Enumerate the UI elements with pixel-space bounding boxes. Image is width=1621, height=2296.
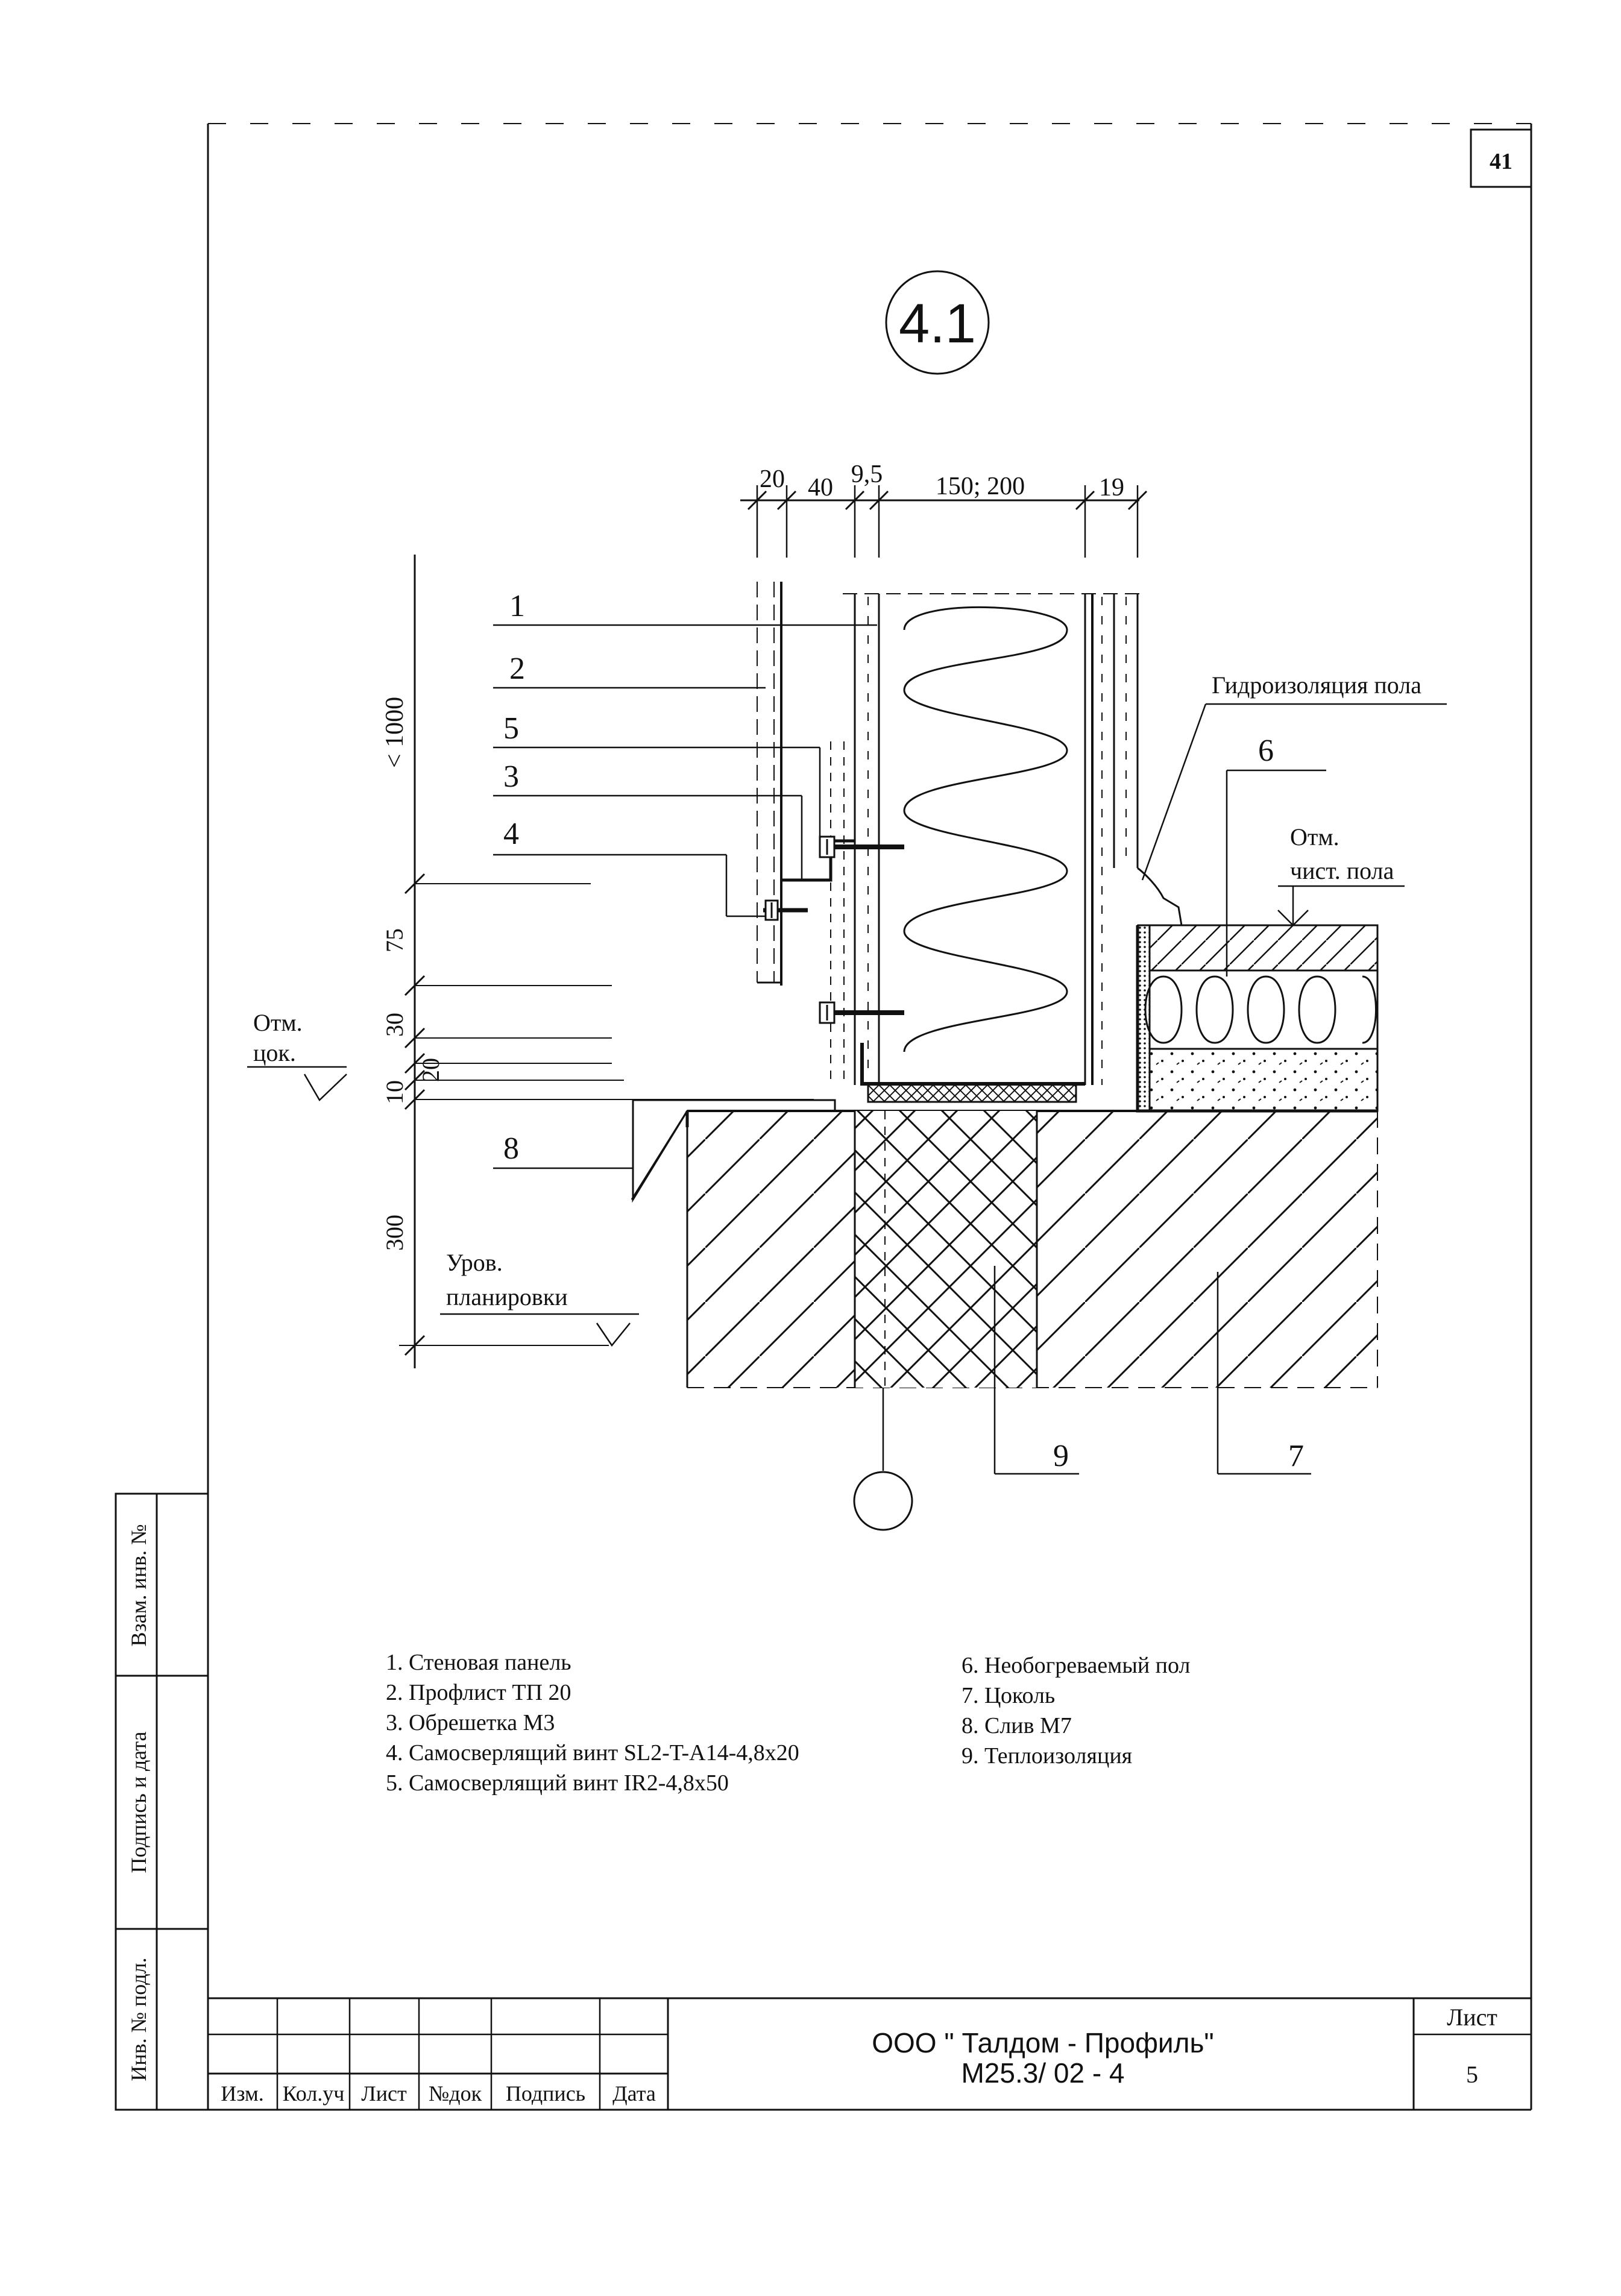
legend-item-3: 3. Обрешетка М3 [386,1710,555,1735]
dim-height-limit: < 1000 [381,697,409,768]
legend-item-9: 9. Теплоизоляция [962,1743,1132,1769]
dim-40: 40 [808,474,833,502]
floor-construction [1136,867,1379,1113]
legend-item-4: 4. Самосверлящий винт SL2-T-A14-4,8x20 [386,1740,799,1766]
callout-1: 1 [493,589,877,626]
callout-5: 5 [493,711,821,847]
side-stamp-top: Взам. инв. № [127,1524,151,1647]
panel-insulation [903,606,1068,1052]
legend-item-2: 2. Профлист ТП 20 [386,1680,571,1705]
legend-item-5: 5. Самосверлящий винт IR2-4,8x50 [386,1770,729,1796]
corrugated-sheet [757,582,782,986]
callout-number-1: 1 [509,589,525,623]
detail-marker: 4.1 [885,270,990,375]
legend-left: 1. Стеновая панель 2. Профлист ТП 20 3. … [386,1650,799,1796]
side-stamp-middle: Подпись и дата [127,1731,151,1873]
panel-base-gasket [867,1083,1077,1103]
title-col-ndok: №док [429,2081,482,2106]
side-stamp-bottom: Инв. № подл. [127,1957,151,2081]
callout-number-9: 9 [1053,1439,1069,1473]
screw-ir2-lower [819,1001,904,1024]
dim-150-200: 150; 200 [936,473,1025,500]
callout-3: 3 [493,760,803,880]
screw-ir2-upper [819,835,904,858]
plinth-level: Отм. цок. [247,1009,347,1101]
finished-floor-label-2: чист. пола [1290,857,1394,884]
side-stamp: Взам. инв. № Подпись и дата Инв. № подл. [115,1492,209,2111]
sill-flashing [631,1099,836,1203]
callout-7: 7 [1217,1272,1311,1475]
title-col-signature: Подпись [506,2081,585,2106]
callout-4: 4 [493,817,766,917]
callout-number-4: 4 [503,817,519,851]
lathing-profile [781,741,855,1079]
top-dimension-chain: 20 40 9,5 150; 200 19 [740,461,1148,558]
callout-number-2: 2 [509,652,525,686]
finished-floor-level: Отм. чист. пола [1277,823,1405,926]
title-col-list: Лист [361,2081,407,2106]
dim-19: 19 [1099,474,1124,502]
callout-number-6: 6 [1258,734,1274,768]
dim-30: 30 [381,1013,408,1037]
callout-number-3: 3 [503,760,519,794]
title-block: Изм. Кол.уч Лист №док Подпись Дата ООО "… [208,1997,1531,2110]
page-number: 41 [1490,149,1512,174]
screw-sl2 [763,899,808,921]
callout-number-7: 7 [1288,1439,1304,1473]
legend-right: 6. Необогреваемый пол 7. Цоколь 8. Слив … [962,1653,1191,1769]
title-col-izm: Изм. [221,2081,264,2106]
callout-2: 2 [493,652,766,689]
dim-300: 300 [381,1215,408,1251]
page-number-box: 41 [1470,128,1532,188]
company-name: ООО " Талдом - Профиль" [872,2027,1214,2059]
plinth-level-label-1: Отм. [253,1009,303,1036]
grade-level: Уров. планировки [440,1249,639,1347]
title-col-date: Дата [612,2081,656,2106]
foundation-insulation [854,1111,1038,1388]
title-col-kol-uch: Кол.уч [283,2081,345,2106]
sheet-number: 5 [1466,2061,1478,2088]
dim-20: 20 [760,465,785,493]
dim-20-left: 20 [417,1058,444,1082]
sheet-label: Лист [1447,2004,1497,2031]
callout-6: 6 [1226,734,1326,977]
dim-9-5: 9,5 [851,461,883,488]
callout-number-5: 5 [503,711,519,746]
dim-10: 10 [381,1080,408,1104]
grade-level-label-1: Уров. [446,1249,503,1276]
floor-waterproofing-callout: Гидроизоляция пола [1141,672,1447,881]
callout-number-8: 8 [503,1131,519,1166]
callout-9: 9 [993,1266,1079,1475]
floor-waterproofing-label: Гидроизоляция пола [1212,672,1421,699]
callout-8: 8 [493,1131,633,1169]
detail-number: 4.1 [899,293,976,354]
finished-floor-label-1: Отм. [1290,823,1339,851]
dim-75: 75 [381,928,408,952]
plinth-level-label-2: цок. [253,1039,296,1066]
legend-item-8: 8. Слив М7 [962,1713,1072,1738]
legend-item-6: 6. Необогреваемый пол [962,1653,1191,1678]
legend-item-1: 1. Стеновая панель [386,1650,571,1675]
legend-item-7: 7. Цоколь [962,1683,1055,1708]
left-dimension-chain: < 1000 75 30 20 10 300 [381,555,814,1368]
wall-panel [843,593,1145,1086]
document-code: М25.3/ 02 - 4 [961,2057,1124,2089]
node-reference [853,1388,913,1531]
grade-level-label-2: планировки [446,1283,568,1310]
